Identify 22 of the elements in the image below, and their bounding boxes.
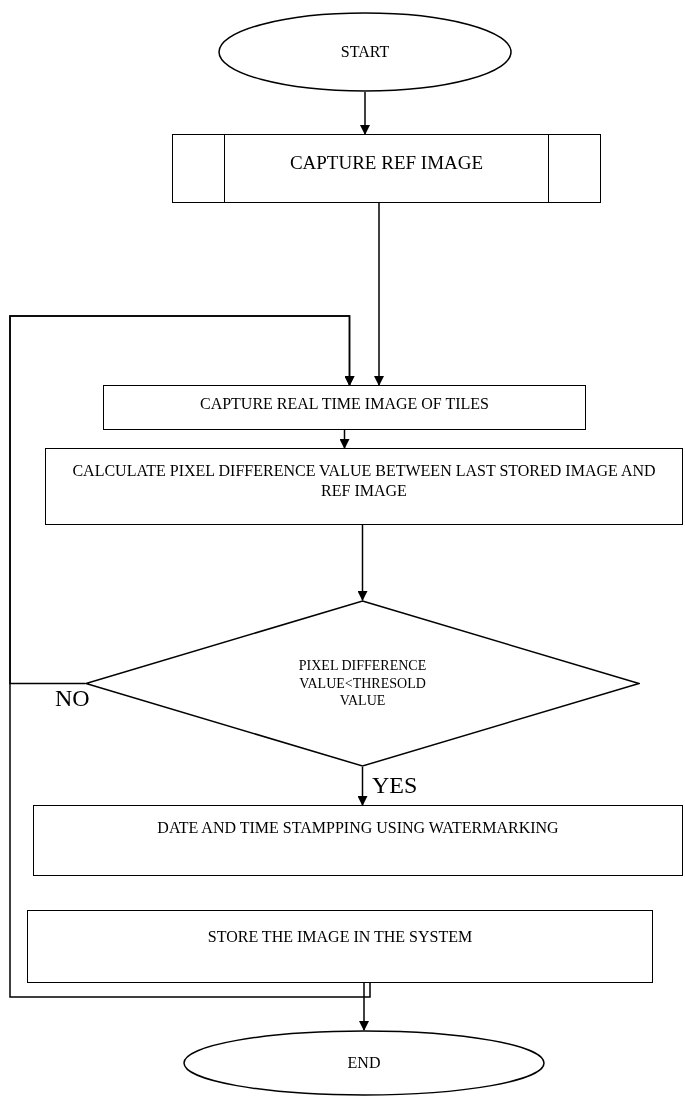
arrow: [357, 766, 368, 806]
node-text: CAPTURE REAL TIME IMAGE OF TILES: [198, 394, 490, 414]
node-text: START: [339, 42, 391, 62]
process-box: [33, 805, 683, 876]
arrow: [360, 91, 370, 135]
arrow: [359, 982, 369, 1031]
node-text: CALCULATE PIXEL DIFFERENCE VALUE BETWEEN LAST STORED IMAGE AND REF IMAGE: [71, 461, 657, 501]
node-text: CAPTURE REF IMAGE: [288, 151, 485, 175]
terminal-ellipse: [183, 1030, 545, 1096]
process-box: [27, 910, 653, 983]
arrow: [374, 202, 384, 386]
node-text: STORE THE IMAGE IN THE SYSTEM: [206, 927, 474, 947]
process-box: [103, 385, 586, 430]
arrow: [357, 524, 368, 601]
node-text: END: [346, 1053, 382, 1073]
arrow: [9, 315, 371, 998]
node-text: PIXEL DIFFERENCE VALUE<THRESOLD VALUE: [297, 657, 428, 710]
arrow: [339, 429, 350, 449]
predefined-process-box: [172, 134, 601, 203]
node-text: DATE AND TIME STAMPPING USING WATERMARKING: [156, 818, 560, 838]
terminal-ellipse: [218, 12, 512, 92]
process-box: [45, 448, 683, 525]
